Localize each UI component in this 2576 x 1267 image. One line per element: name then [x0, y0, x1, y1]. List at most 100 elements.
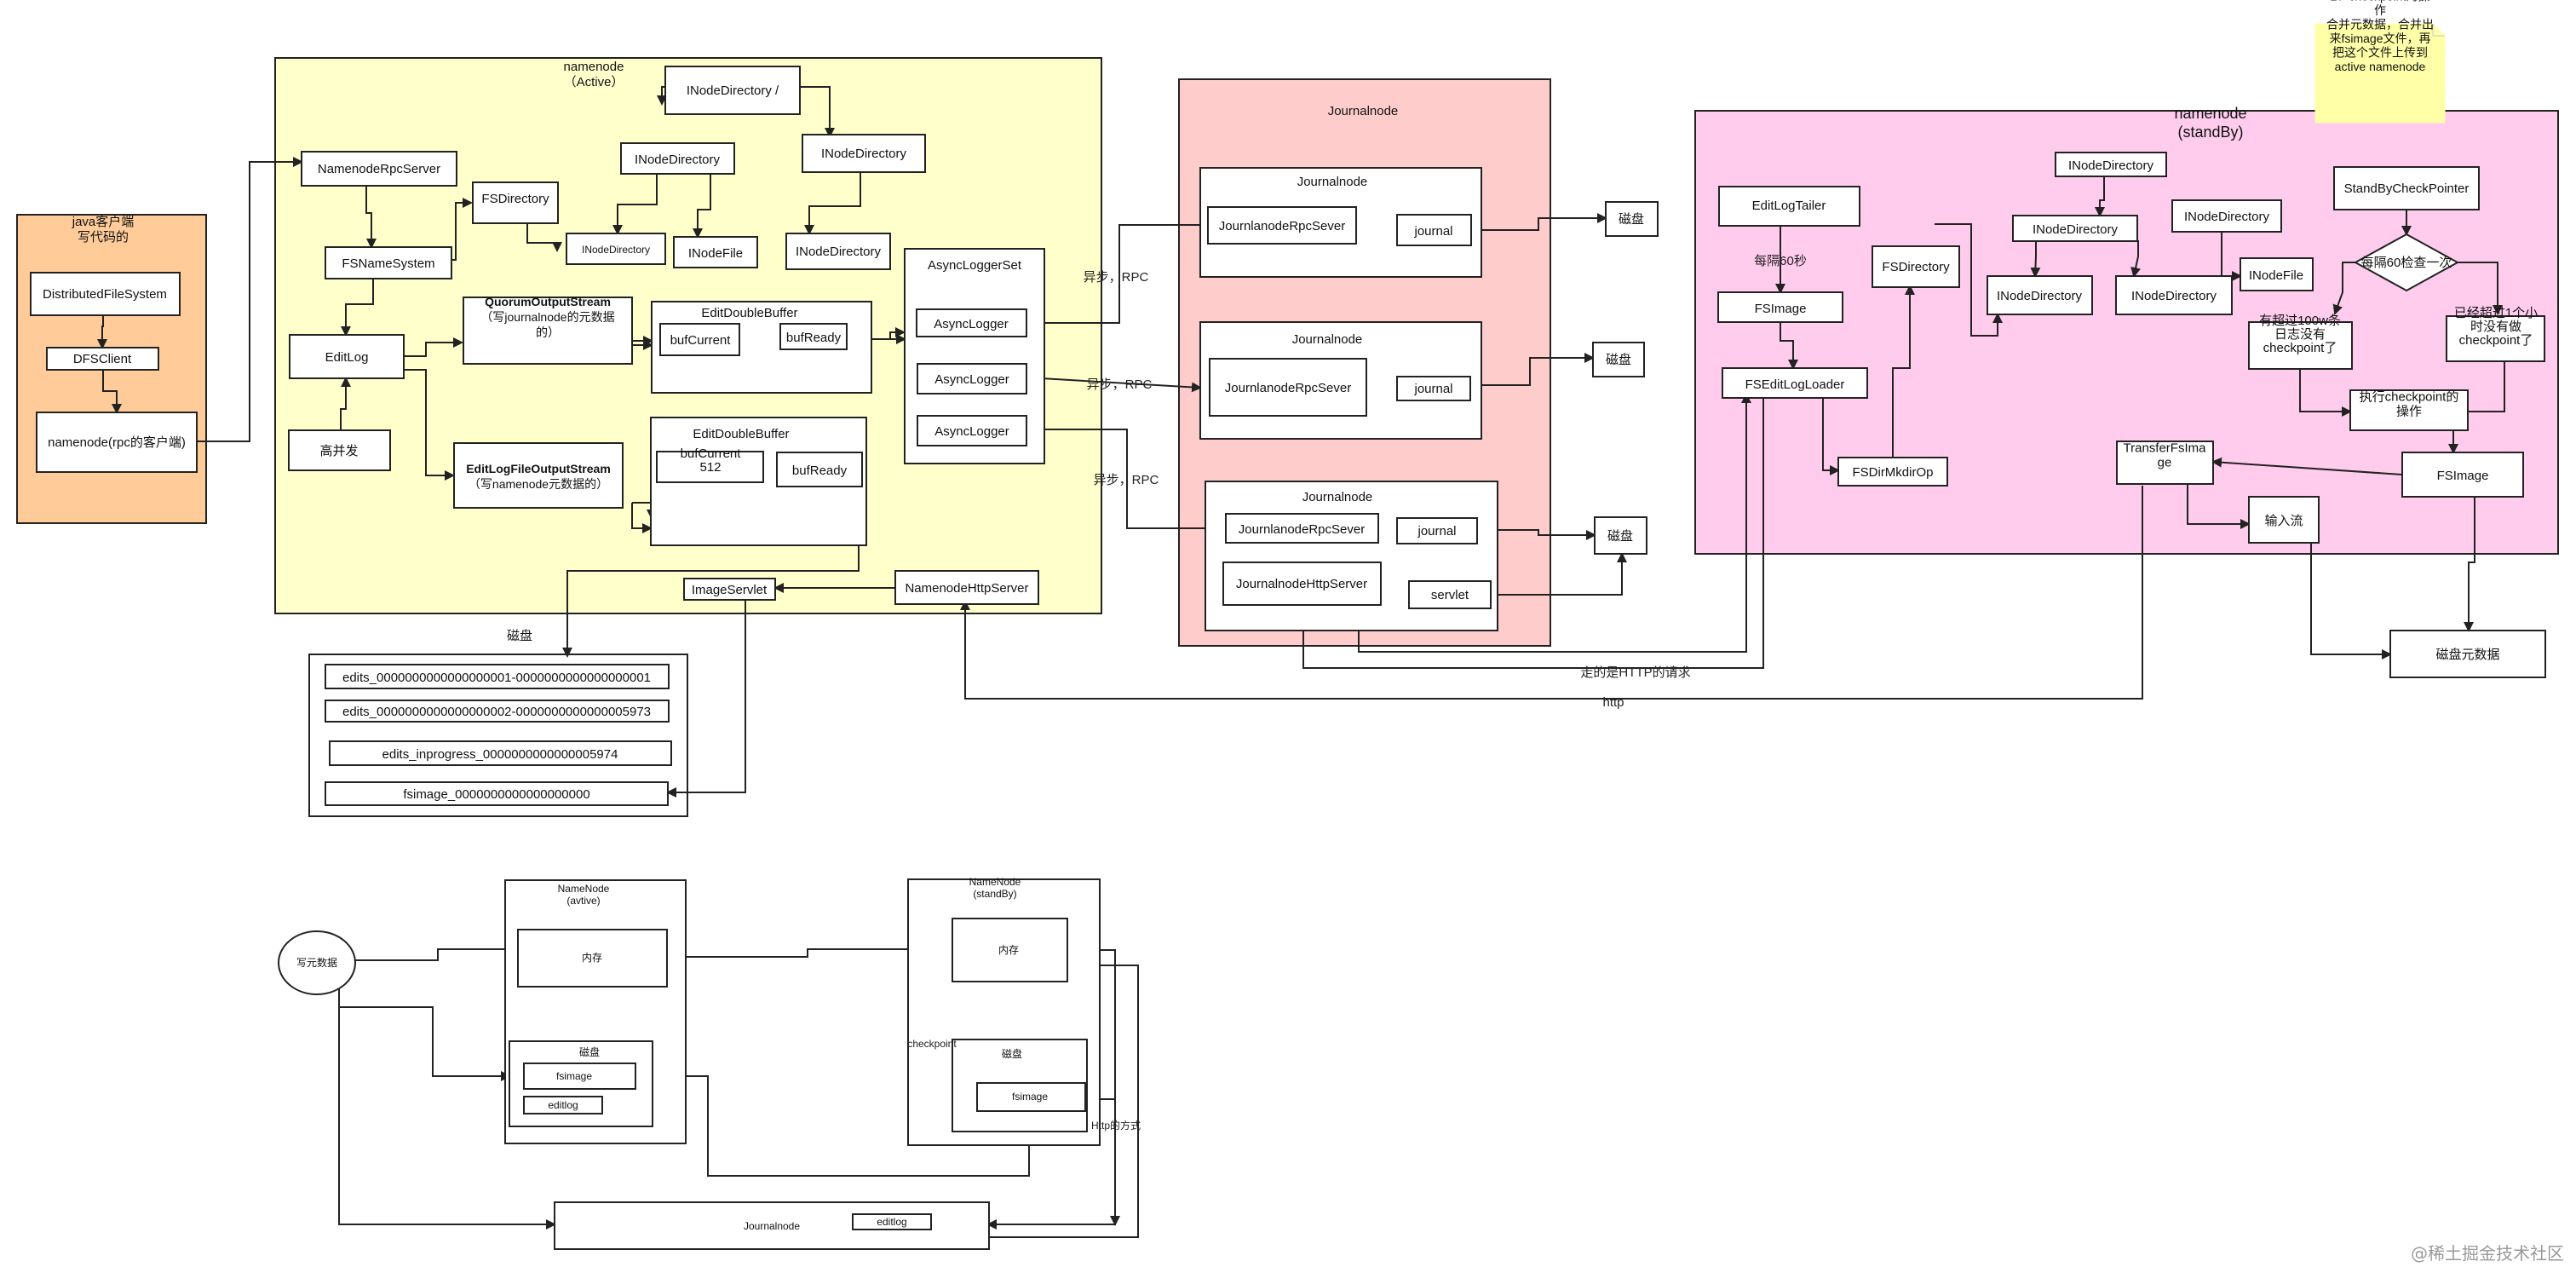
- journal-node3-servlet-label: servlet: [1431, 588, 1469, 602]
- inode-file-box: [673, 236, 758, 268]
- rpc-server-box: [301, 151, 457, 187]
- sb-do-checkpoint-label: 执行checkpoint的操作: [2360, 390, 2459, 419]
- inode-root-box: [664, 66, 801, 115]
- http-server-box: [894, 570, 1039, 605]
- edge-label-every60: 每隔60秒: [1754, 254, 1807, 268]
- journal-node3-journal-label: journal: [1417, 524, 1456, 538]
- journal-node2-rpc-label: JournlanodeRpcSever: [1225, 381, 1351, 395]
- sb-input-stream-box: [2248, 496, 2320, 544]
- lower-nn-active-disk-title: 磁盘: [579, 1045, 600, 1058]
- lower-journal-editlog-label: editlog: [877, 1216, 906, 1228]
- lower-http-label: Http的方式: [1091, 1119, 1141, 1132]
- sb-transfer-box: [2116, 441, 2214, 485]
- buffer2-title: EditDoubleBuffer: [693, 427, 789, 441]
- journal-node3-servlet-box: [1408, 580, 1492, 609]
- http-server-label: NamenodeHttpServer: [905, 581, 1028, 596]
- journal-node2-rpc-box: [1209, 358, 1367, 417]
- logger1-label: AsyncLogger: [934, 317, 1009, 331]
- sb-fsimage-a-box: [1717, 291, 1843, 323]
- buffer1-ready-label: bufReady: [786, 331, 842, 345]
- buffer1-ready-box: [779, 323, 848, 350]
- concurrency-label: 高并发: [319, 444, 358, 458]
- sb-inode-top-box: [2055, 152, 2167, 177]
- disk-file-4: fsimage_0000000000000000000: [403, 787, 589, 802]
- quorum-label: QuorumOutputStream（写journalnode的元数据的）: [480, 295, 614, 339]
- inode-root-label: INodeDirectory /: [687, 84, 779, 98]
- sb-inode-mid-label: INodeDirectory: [2033, 222, 2119, 237]
- fsdirectory-box: [472, 181, 559, 224]
- sb-cond-100w-box: [2248, 321, 2353, 370]
- sb-decision-diamond: [2353, 233, 2460, 292]
- sb-tailer-box: [1718, 186, 1860, 227]
- lower-nn-standby-disk-title: 磁盘: [1002, 1047, 1022, 1060]
- boxes: [30, 66, 2546, 1250]
- journal-disk1-label: 磁盘: [1619, 211, 1644, 227]
- sb-meta-disk-label: 磁盘元数据: [2435, 647, 2499, 662]
- client-region-title: java客户端写代码的: [72, 215, 135, 245]
- lower-checkpoint-label: checkpoint: [907, 1038, 957, 1050]
- buffer1-current-label: bufCurrent: [670, 333, 732, 348]
- logger3-box: [917, 415, 1027, 446]
- journal-node3-http-label: JournalnodeHttpServer: [1236, 577, 1367, 591]
- sb-fsimage-a-label: FSImage: [1755, 302, 1807, 316]
- lower-nn-active-title: NameNode(avtive): [558, 883, 610, 907]
- editlog-label: EditLog: [325, 350, 369, 365]
- edge-label-rpc2: 异步，RPC: [1087, 377, 1153, 392]
- quorum-box: [463, 297, 633, 365]
- inode-file-label: INodeFile: [688, 246, 743, 261]
- sb-fsimage-b-label: FSImage: [2437, 469, 2489, 483]
- lower-write-meta-label: 写元数据: [296, 956, 337, 969]
- sb-meta-disk-box: [2389, 630, 2546, 678]
- disk-file-4-box: [325, 781, 669, 806]
- sb-checkpointer-label: StandByCheckPointer: [2344, 181, 2470, 196]
- journal-region-title: Journalnode: [1328, 104, 1399, 118]
- inode-dir-b-box: [802, 134, 926, 173]
- inode-dir-small-box: [566, 233, 666, 265]
- lower-nn-active-fsimage-box: [523, 1063, 636, 1090]
- logger3-label: AsyncLogger: [934, 424, 1009, 439]
- journal-node3-journal-box: [1396, 517, 1478, 544]
- lower-nn-standby-fsimage-label: fsimage: [1012, 1091, 1048, 1103]
- sb-input-stream-label: 输入流: [2264, 514, 2303, 528]
- image-servlet-label: ImageServlet: [692, 583, 768, 597]
- journal-node1-rpc-label: JournlanodeRpcSever: [1219, 219, 1345, 233]
- journal-node3-rpc-box: [1225, 513, 1379, 544]
- sb-decision-label: 每隔60检查一次: [2361, 256, 2452, 270]
- lower-write-meta-ellipse: [278, 930, 356, 995]
- editlogfile-label: EditLogFileOutputStream（写namenode元数据的）: [466, 462, 611, 491]
- journal-disk1-box: [1605, 201, 1659, 237]
- disk-file-2-box: [325, 700, 670, 723]
- journal-disk2-box: [1592, 342, 1645, 377]
- lower-journalnode-label: Journalnode: [744, 1220, 800, 1232]
- journal-node1-title: Journalnode: [1297, 175, 1368, 189]
- sb-inode-file-label: INodeFile: [2249, 268, 2303, 283]
- image-servlet-box: [683, 578, 776, 601]
- sb-mkdir-box: [1837, 457, 1948, 487]
- disk-file-1: edits_0000000000000000001-00000000000000…: [342, 671, 651, 685]
- sb-fsimage-b-box: [2401, 452, 2524, 498]
- sb-inode-l1-box: [1987, 275, 2093, 315]
- fsnamesystem-label: FSNameSystem: [342, 256, 434, 271]
- lower-nn-active-fsimage-label: fsimage: [556, 1070, 592, 1082]
- buffer2-ready-label: bufReady: [792, 464, 848, 478]
- edge-label-http-request: 走的是HTTP的请求: [1580, 665, 1690, 680]
- sb-inode-l2-box: [2115, 275, 2233, 315]
- dfs-box: [30, 272, 181, 316]
- disk-file-3-box: [329, 740, 672, 766]
- sb-loader-box: [1722, 367, 1868, 399]
- edge-label-rpc3: 异步，RPC: [1094, 473, 1159, 487]
- dfsclient-label: DFSClient: [73, 352, 132, 366]
- buffer2-current-box: [656, 451, 764, 483]
- logger1-box: [916, 308, 1027, 337]
- logger2-label: AsyncLogger: [934, 372, 1009, 387]
- sb-fsdirectory-label: FSDirectory: [1882, 260, 1950, 274]
- lower-journal-editlog-box: [852, 1213, 932, 1230]
- editlog-box: [289, 334, 405, 379]
- sb-inode-file-box: [2240, 257, 2314, 291]
- sb-inode-top-label: INodeDirectory: [2068, 158, 2154, 173]
- journal-node3-rpc-label: JournlanodeRpcSever: [1239, 522, 1365, 537]
- logger-set-title: AsyncLoggerSet: [928, 258, 1022, 273]
- lower-nn-standby-memory-label: 内存: [998, 944, 1019, 956]
